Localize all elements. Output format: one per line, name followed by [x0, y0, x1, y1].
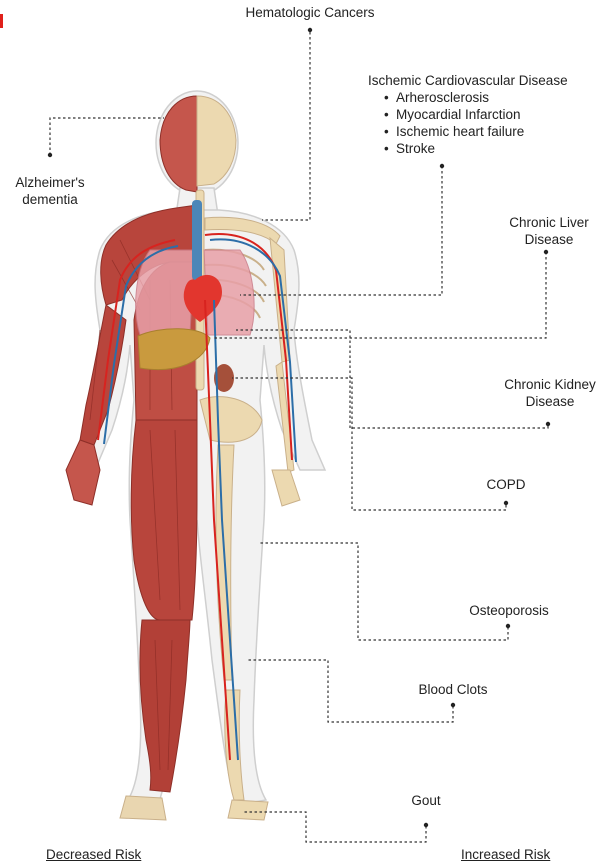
label-chronic-liver-disease: Chronic Liver Disease	[494, 214, 604, 248]
leader-hematologic	[262, 32, 310, 220]
alzheimers-line2: dementia	[4, 191, 96, 208]
label-hematologic-cancers: Hematologic Cancers	[230, 4, 390, 21]
liver-line1: Chronic Liver	[494, 214, 604, 231]
leader-osteoporosis	[258, 543, 508, 640]
decreased-risk-label: Decreased Risk	[46, 847, 141, 862]
ischemic-item: Stroke	[382, 140, 568, 157]
label-gout: Gout	[396, 792, 456, 809]
label-alzheimers-dementia: Alzheimer's dementia	[4, 174, 96, 208]
kidney-line1: Chronic Kidney	[492, 376, 608, 393]
label-ischemic-cardiovascular: Ischemic Cardiovascular Disease Arherosc…	[368, 72, 568, 157]
label-copd: COPD	[466, 476, 546, 493]
ischemic-title: Ischemic Cardiovascular Disease	[368, 72, 568, 89]
ischemic-item: Myocardial Infarction	[382, 106, 568, 123]
leader-gout	[244, 812, 426, 842]
label-blood-clots: Blood Clots	[400, 681, 506, 698]
ischemic-item: Ischemic heart failure	[382, 123, 568, 140]
leader-alzheimer	[50, 118, 164, 155]
label-osteoporosis: Osteoporosis	[454, 602, 564, 619]
label-chronic-kidney-disease: Chronic Kidney Disease	[492, 376, 608, 410]
kidney-line2: Disease	[492, 393, 608, 410]
ischemic-item: Arherosclerosis	[382, 89, 568, 106]
ischemic-list: Arherosclerosis Myocardial Infarction Is…	[382, 89, 568, 157]
liver-line2: Disease	[494, 231, 604, 248]
trachea	[192, 200, 202, 280]
increased-risk-label: Increased Risk	[461, 847, 550, 862]
alzheimers-line1: Alzheimer's	[4, 174, 96, 191]
